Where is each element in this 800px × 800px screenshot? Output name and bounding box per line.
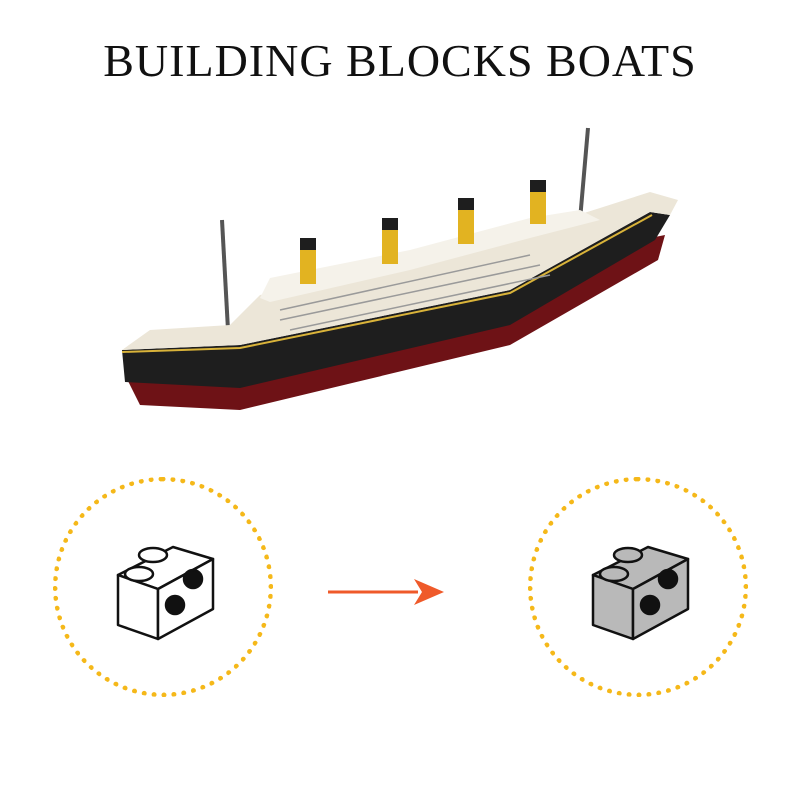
brick-after-frame (528, 477, 748, 697)
upper-deck (260, 210, 600, 302)
ship-model-icon (121, 127, 678, 410)
arrow-right-icon (328, 579, 444, 605)
brick-outline-icon (116, 545, 215, 641)
brick-before-frame (53, 477, 273, 697)
hull-trim (121, 214, 653, 353)
mast-rear (220, 219, 230, 331)
funnels (300, 180, 546, 284)
brick-gray-icon (591, 545, 690, 641)
windows (279, 254, 551, 331)
page-title: BUILDING BLOCKS BOATS (103, 35, 697, 86)
mast-front (578, 127, 590, 221)
hull-red (125, 235, 665, 410)
